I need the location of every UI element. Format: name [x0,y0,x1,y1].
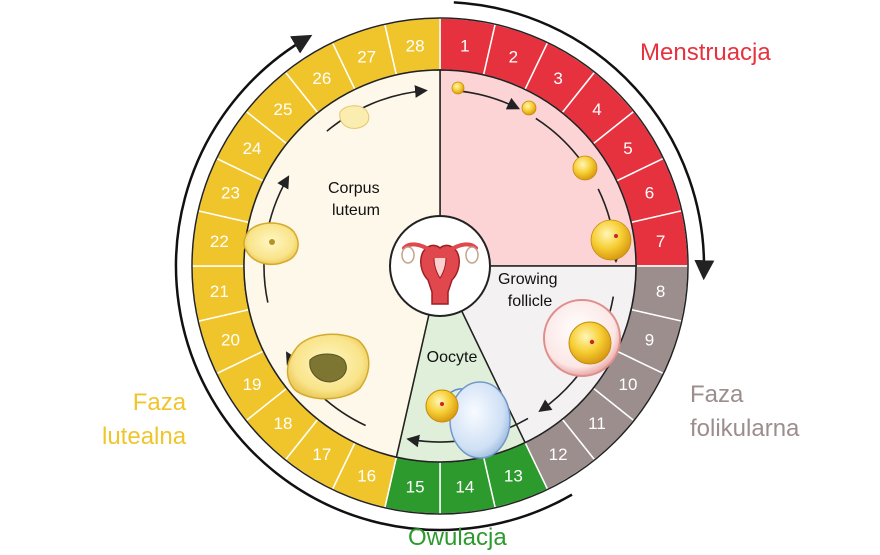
flow-arrow [326,85,428,132]
day-number: 8 [656,282,665,301]
luteal-phase-label: Faza lutealna [102,389,187,450]
day-number: 21 [210,282,229,301]
follicle-icon [451,81,632,261]
day-number: 19 [243,375,262,394]
day-number: 1 [460,36,469,55]
day-ring: 1234567891011121314151617181920212223242… [191,17,689,515]
ovulation-phase-label: Owulacja [408,524,507,551]
day-number: 28 [406,36,425,55]
day-number: 7 [656,232,665,251]
day-number: 12 [549,445,568,464]
day-number: 27 [357,47,376,66]
day-number: 10 [619,375,638,394]
day-number: 6 [645,184,654,203]
follicular-phase-label: Faza folikularna [690,381,800,442]
oocyte-label: Oocyte [427,349,478,366]
day-number: 26 [312,69,331,88]
day-number: 13 [504,467,523,486]
day-number: 5 [623,139,632,158]
sector-menstruation [439,69,637,267]
day-number: 25 [274,100,293,119]
day-number: 22 [210,232,229,251]
day-number: 16 [357,467,376,486]
day-number: 4 [592,100,601,119]
day-number: 17 [312,445,331,464]
day-number: 15 [406,478,425,497]
day-number: 9 [645,330,654,349]
menstrual-cycle-diagram: 1234567891011121314151617181920212223242… [174,1,715,532]
uterus-icon [389,215,491,317]
day-number: 20 [221,330,240,349]
day-number: 3 [553,69,562,88]
follicle-icon [543,299,621,377]
day-number: 23 [221,184,240,203]
menstruation-phase-label: Menstruacja [640,39,771,66]
day-number: 14 [455,478,474,497]
day-number: 24 [243,139,262,158]
oocyte-icon [425,381,511,459]
cycle-direction-arrow [174,34,573,532]
day-number: 11 [588,414,606,433]
day-number: 2 [509,47,518,66]
corpus-luteum-icon [243,105,370,400]
cycle-direction-arrow [453,1,715,281]
cycle-direction-arrows [174,1,715,532]
corpus-luteum-label: Corpus luteum [328,180,384,219]
growing-follicle-label: Growing follicle [498,271,562,310]
day-number: 18 [274,414,293,433]
ring-outline [191,17,689,515]
